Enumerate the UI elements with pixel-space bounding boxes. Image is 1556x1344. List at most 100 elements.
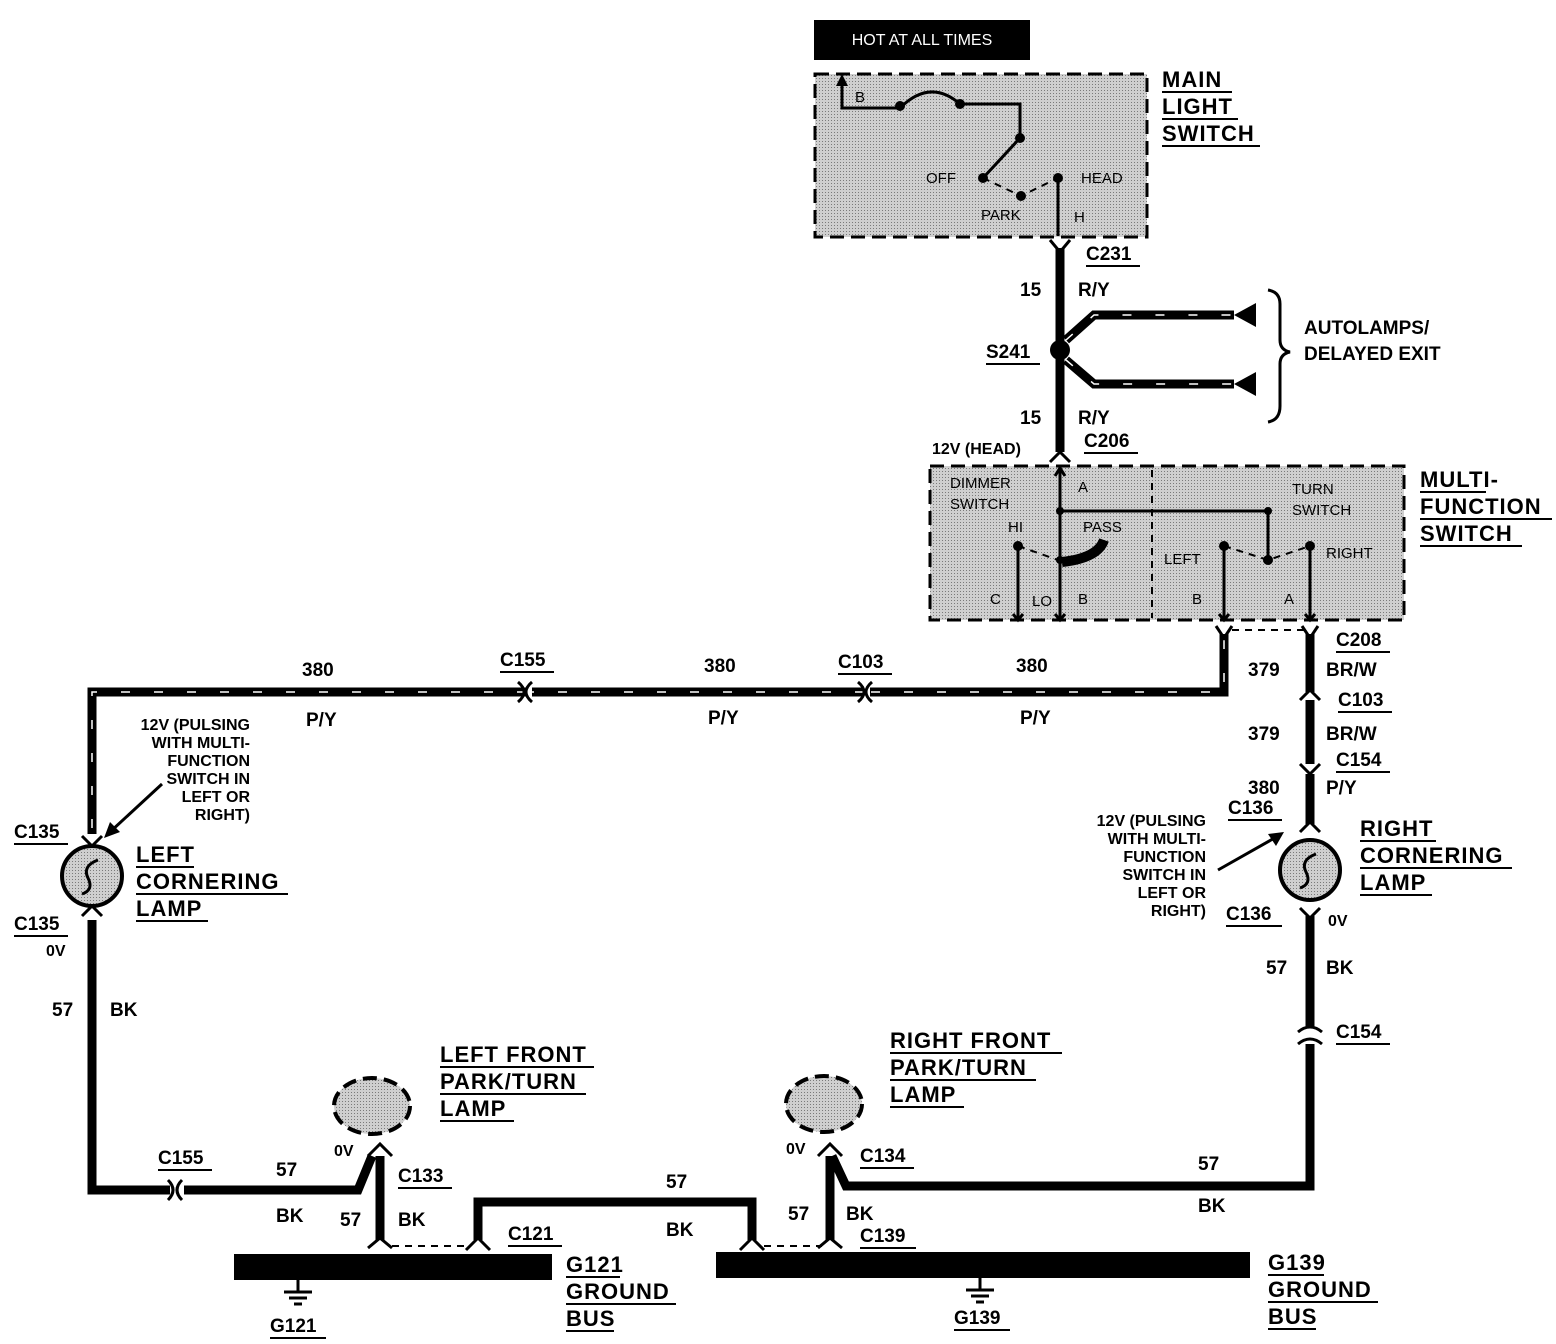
c134-label: C134 — [860, 1146, 906, 1167]
right-cornering-0v: 0V — [1328, 913, 1348, 930]
dimmer-switch-label-1: DIMMER — [950, 475, 1011, 492]
left-front-lamp-3: LAMP — [440, 1096, 506, 1121]
autolamps-label-2: DELAYED EXIT — [1304, 344, 1441, 365]
c121-label: C121 — [508, 1224, 554, 1245]
c136-bottom-label: C136 — [1226, 904, 1271, 925]
s241-splice — [1050, 340, 1070, 360]
g121-bus-label-3: BUS — [566, 1306, 615, 1331]
wire-379-bottom: 379 — [1248, 724, 1280, 745]
c154-bottom-label: C154 — [1336, 1022, 1382, 1043]
main-light-switch-box — [813, 72, 1149, 239]
svg-text:12V (PULSING: 12V (PULSING — [1097, 813, 1206, 830]
svg-text:SWITCH IN: SWITCH IN — [1122, 867, 1206, 884]
c154-top-label: C154 — [1336, 750, 1382, 771]
c103-right-label: C103 — [1338, 690, 1383, 711]
wire-py-right-vert: P/Y — [1326, 778, 1357, 799]
wire-bk-right-horiz: BK — [1198, 1196, 1226, 1217]
g139-label: G139 — [954, 1308, 1000, 1329]
g139-bus-label-2: GROUND — [1268, 1277, 1372, 1302]
left-cornering-lamp-3: LAMP — [136, 896, 202, 921]
wire-bk-c133: BK — [398, 1210, 426, 1231]
s241-label: S241 — [986, 342, 1031, 363]
wire-57-right-vert: 57 — [1266, 958, 1287, 979]
c139-label: C139 — [860, 1226, 905, 1247]
c135-bottom-label: C135 — [14, 914, 60, 935]
right-cornering-lamp-3: LAMP — [1360, 870, 1426, 895]
right-pulsing-note: 12V (PULSING WITH MULTI- FUNCTION SWITCH… — [1097, 813, 1284, 920]
g121-ground-symbol — [284, 1280, 312, 1306]
svg-text:WITH MULTI-: WITH MULTI- — [152, 735, 250, 752]
left-cornering-lamp-2: CORNERING — [136, 869, 279, 894]
right-front-lamp-1: RIGHT FRONT — [890, 1028, 1051, 1053]
turn-pin-b: B — [1192, 591, 1202, 608]
wire-py-left: P/Y — [306, 710, 337, 731]
autolamps-label-1: AUTOLAMPS/ — [1304, 318, 1430, 339]
right-front-lamp-2: PARK/TURN — [890, 1055, 1027, 1080]
wire-brw-top: BR/W — [1326, 660, 1377, 681]
right-cornering-lamp-symbol — [1278, 838, 1342, 902]
wire-380-mid: 380 — [704, 656, 736, 677]
wire-379-top: 379 — [1248, 660, 1280, 681]
svg-text:LEFT OR: LEFT OR — [1138, 885, 1207, 902]
g139-bus-label-3: BUS — [1268, 1304, 1317, 1329]
dimmer-lo: LO — [1032, 593, 1052, 610]
right-cornering-lamp-2: CORNERING — [1360, 843, 1503, 868]
g121-ground-bus — [234, 1254, 552, 1280]
turn-switch-label-2: SWITCH — [1292, 502, 1351, 519]
wire-57-c139: 57 — [788, 1204, 809, 1225]
c206-label: C206 — [1084, 431, 1129, 452]
autolamps-branches — [1063, 288, 1291, 424]
wire-380-run — [87, 625, 1304, 834]
c155-bottom-label: C155 — [158, 1148, 204, 1169]
g139-ground-symbol — [966, 1278, 994, 1304]
wire-57-left-vert: 57 — [52, 1000, 73, 1021]
wire-ry-top: R/Y — [1078, 280, 1110, 301]
svg-text:FUNCTION: FUNCTION — [167, 753, 250, 770]
hot-at-all-times-box — [814, 20, 1030, 60]
multi-function-switch-box — [928, 464, 1406, 622]
left-front-lamp-2: PARK/TURN — [440, 1069, 577, 1094]
svg-text:RIGHT): RIGHT) — [1151, 903, 1206, 920]
dimmer-pin-a: A — [1078, 479, 1088, 496]
turn-pin-a: A — [1284, 591, 1294, 608]
svg-text:FUNCTION: FUNCTION — [1123, 849, 1206, 866]
left-pulsing-note: 12V (PULSING WITH MULTI- FUNCTION SWITCH… — [104, 717, 250, 838]
svg-text:12V (PULSING: 12V (PULSING — [141, 717, 250, 734]
head-voltage-label: 12V (HEAD) — [932, 441, 1021, 458]
main-light-switch-off: OFF — [926, 170, 956, 187]
left-front-park-turn-lamp-symbol — [332, 1076, 412, 1136]
left-front-lamp-1: LEFT FRONT — [440, 1042, 587, 1067]
wire-57-left-run — [80, 903, 470, 1250]
c135-top-label: C135 — [14, 822, 60, 843]
wire-15-top: 15 — [1020, 280, 1042, 301]
turn-switch-label-1: TURN — [1292, 481, 1334, 498]
hot-at-all-times-label: HOT AT ALL TIMES — [852, 32, 993, 49]
c136-top-label: C136 — [1228, 798, 1273, 819]
svg-text:WITH MULTI-: WITH MULTI- — [1108, 831, 1206, 848]
wire-bk-cross: BK — [666, 1220, 694, 1241]
svg-text:SWITCH IN: SWITCH IN — [166, 771, 250, 788]
wire-57-right-horiz: 57 — [1198, 1154, 1219, 1175]
left-cornering-lamp-symbol — [60, 834, 124, 908]
svg-text:LEFT OR: LEFT OR — [182, 789, 251, 806]
turn-left: LEFT — [1164, 551, 1201, 568]
multi-function-switch-internals — [1011, 465, 1317, 623]
left-cornering-0v: 0V — [46, 943, 66, 960]
right-cornering-lamp-1: RIGHT — [1360, 816, 1433, 841]
main-light-switch-internals — [836, 74, 1063, 236]
svg-text:RIGHT): RIGHT) — [195, 807, 250, 824]
wire-57-c139-run — [816, 1141, 844, 1250]
left-front-0v: 0V — [334, 1143, 354, 1160]
main-light-switch-title-3: SWITCH — [1162, 121, 1255, 146]
main-light-switch-title-2: LIGHT — [1162, 94, 1233, 119]
wire-380-left: 380 — [302, 660, 334, 681]
multi-function-title-3: SWITCH — [1420, 521, 1513, 546]
wire-ry-bottom: R/Y — [1078, 408, 1110, 429]
right-front-park-turn-lamp-symbol — [784, 1074, 864, 1134]
c231-label: C231 — [1086, 244, 1132, 265]
multi-function-title-1: MULTI- — [1420, 467, 1499, 492]
wire-379-run — [1298, 625, 1322, 834]
c133-label: C133 — [398, 1166, 443, 1187]
wire-15-bottom: 15 — [1020, 408, 1042, 429]
